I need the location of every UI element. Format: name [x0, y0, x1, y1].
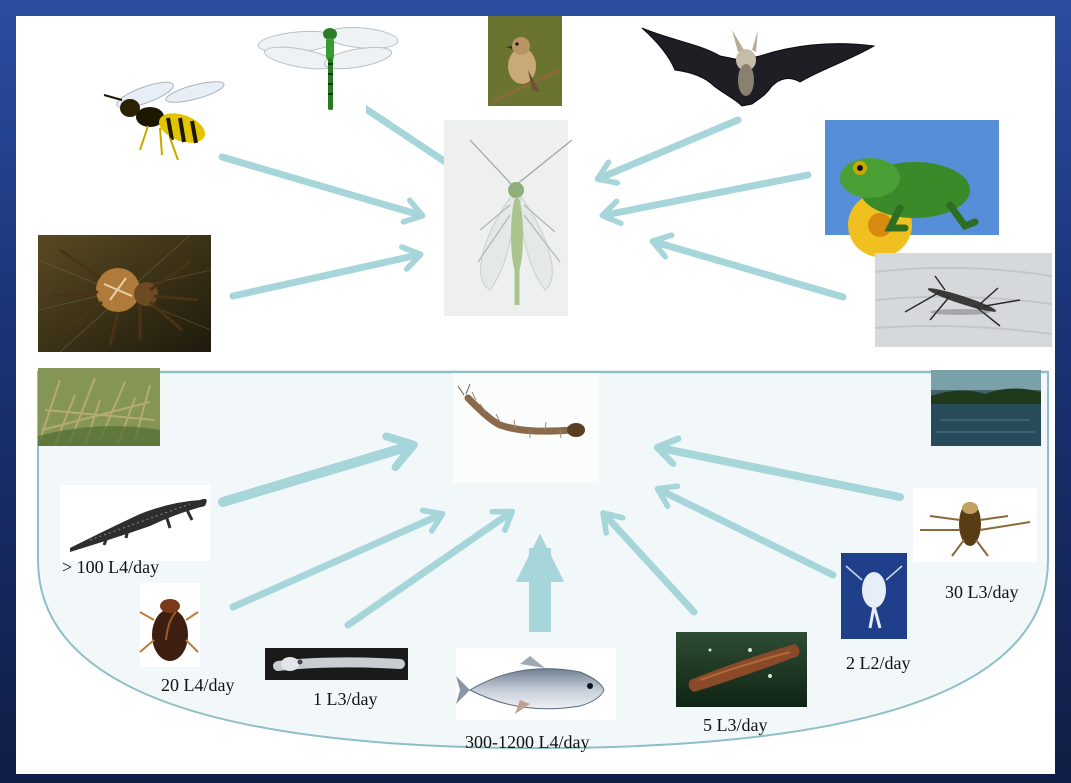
- label-diving-beetle-rate: 20 L4/day: [161, 675, 235, 695]
- label-phantom-midge-larva-rate: 1 L3/day: [313, 689, 378, 709]
- frog-image: [825, 120, 999, 257]
- copepod-image: [841, 553, 907, 639]
- arrow-frog: [605, 175, 808, 215]
- leech-image: [676, 632, 807, 707]
- midge-larva-image: [453, 373, 599, 483]
- arrow-spider: [233, 255, 418, 296]
- arrow-wasp: [222, 157, 420, 215]
- diving-beetle-image: [140, 583, 200, 667]
- adult-midge-image: [444, 120, 572, 316]
- water-strider-image: [875, 253, 1052, 347]
- newt-image: [60, 485, 210, 561]
- pond-habitat-image: [931, 370, 1041, 446]
- bat-image: [642, 28, 874, 106]
- backswimmer-image: [913, 488, 1037, 562]
- diagram-panel: > 100 L4/day 20 L4/day 1 L3/day: [16, 16, 1055, 774]
- wasp-image: [104, 77, 226, 160]
- label-leech-rate: 5 L3/day: [703, 715, 768, 735]
- food-web-diagram: > 100 L4/day 20 L4/day 1 L3/day: [16, 16, 1055, 774]
- fish-image: [456, 648, 616, 720]
- label-newt-rate: > 100 L4/day: [62, 557, 159, 577]
- label-fish-rate: 300-1200 L4/day: [465, 732, 589, 752]
- grass-habitat-image: [38, 368, 160, 446]
- arrow-water-strider: [655, 242, 843, 297]
- spider-image: [38, 235, 211, 352]
- arrow-bat: [600, 120, 738, 178]
- songbird-image: [488, 16, 562, 106]
- label-backswimmer-rate: 30 L3/day: [945, 582, 1019, 602]
- phantom-midge-larva-image: [265, 648, 408, 680]
- label-copepod-rate: 2 L2/day: [846, 653, 911, 673]
